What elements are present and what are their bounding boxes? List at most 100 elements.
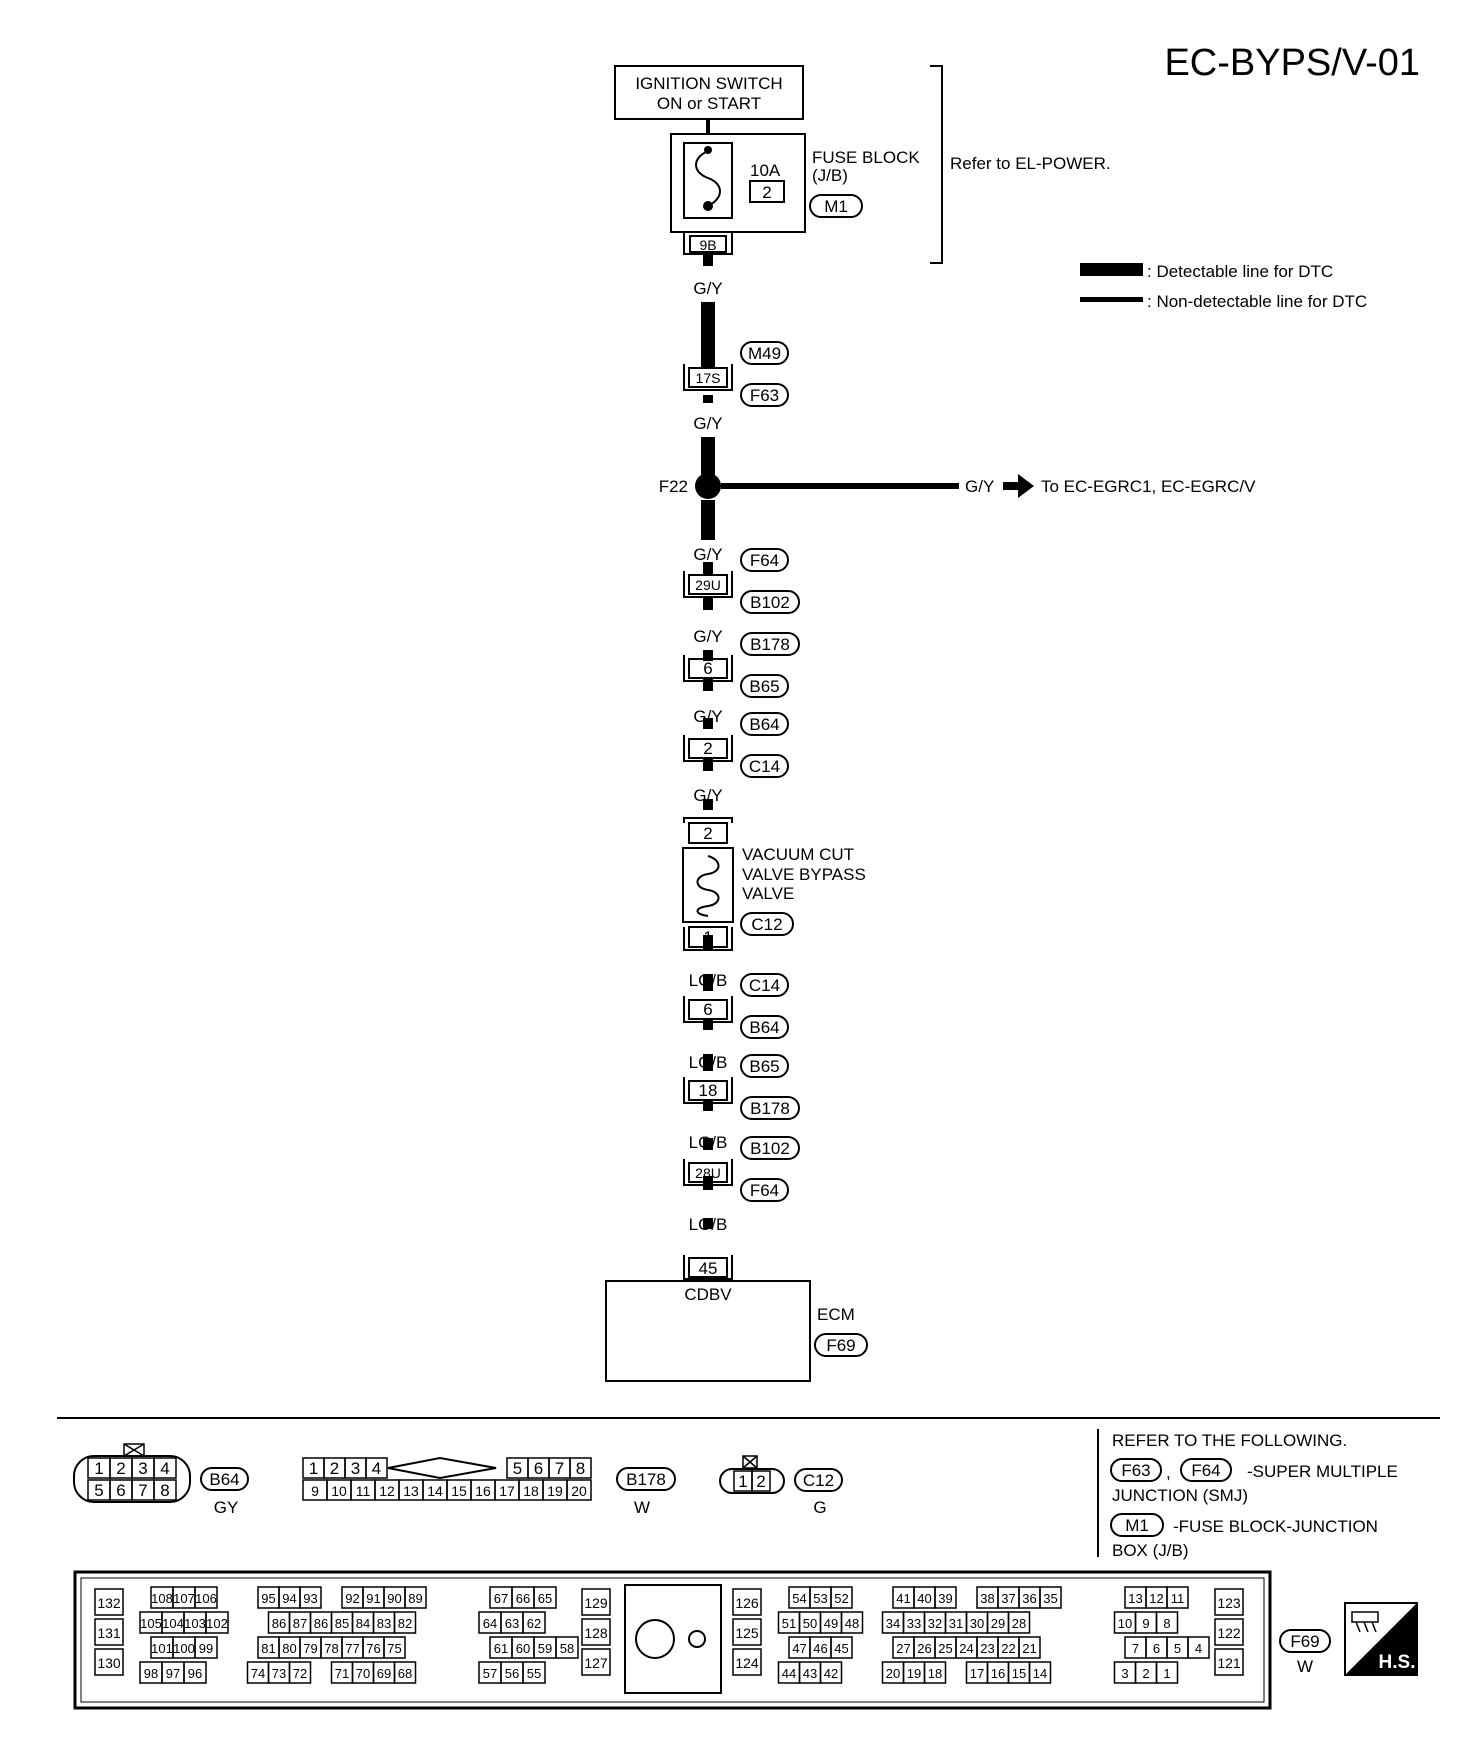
- ecm-pin: [1007, 1611, 1031, 1634]
- inline-connector-pin: 29U: [695, 577, 721, 593]
- ecm-pin-label: 46: [813, 1641, 827, 1656]
- ecm-pin-label: 106: [195, 1591, 217, 1606]
- ecm-pin: [934, 1586, 957, 1609]
- b178-pin-label: 4: [372, 1459, 381, 1478]
- legend-detectable: : Detectable line for DTC: [1147, 262, 1333, 281]
- ecm-pin-label: 48: [845, 1616, 859, 1631]
- inline-connector-c2a: [688, 738, 728, 759]
- ecm-pin-label: 19: [907, 1666, 921, 1681]
- connector-tag-f63-text: F63: [750, 386, 779, 405]
- connector-tag-b64-face: [200, 1467, 249, 1491]
- ecm-pin-label: 77: [345, 1641, 359, 1656]
- ecm-pin: [205, 1611, 229, 1634]
- connector-tag-b178-text: B178: [750, 1099, 790, 1118]
- fuse-block-jb: (J/B): [812, 166, 848, 185]
- ecm-pin: [404, 1586, 427, 1609]
- connector-tag-b65-text: B65: [749, 1057, 779, 1076]
- ecm-pin-label: 43: [803, 1666, 817, 1681]
- ecm-pin-label: 27: [896, 1641, 910, 1656]
- ecm-pin-label: 130: [97, 1655, 121, 1671]
- ecm-pin-label: 2: [1142, 1666, 1149, 1681]
- ecm-pin-label: 95: [261, 1591, 275, 1606]
- b178-pin: [569, 1457, 592, 1479]
- wire-label-lgb-3: LG/B: [689, 1133, 728, 1152]
- connector-tag-b64-text: B64: [749, 715, 779, 734]
- ecm-pin: [830, 1636, 853, 1659]
- ecm-pin: [94, 1588, 124, 1616]
- ecm-pin-label: 98: [144, 1666, 158, 1681]
- ecm-pin-label: 69: [377, 1666, 391, 1681]
- connector-tag-c12: [740, 912, 794, 936]
- svg-text:F69: F69: [1290, 1632, 1319, 1651]
- b178-pin-label: 20: [571, 1483, 587, 1499]
- ecm-pin-label: 80: [282, 1641, 296, 1656]
- fuse-amps: 10A: [750, 161, 781, 180]
- ecm-pin-label: 10: [1118, 1616, 1132, 1631]
- inline-connector-c17s: [688, 367, 728, 388]
- ecm-pin: [581, 1588, 611, 1616]
- wire-label-gy-4: G/Y: [693, 627, 722, 646]
- ecm-connector-face: [73, 1570, 1272, 1710]
- ecm-pin-label: 47: [792, 1641, 806, 1656]
- ecm-pin-label: 33: [907, 1616, 921, 1631]
- ecm-pin: [1028, 1661, 1052, 1684]
- c12-pin: [751, 1470, 771, 1492]
- ecm-pin-label: 82: [398, 1616, 412, 1631]
- ecm-pin: [288, 1661, 312, 1684]
- ecm-pin: [1018, 1636, 1041, 1659]
- ecm-pin: [194, 1586, 218, 1609]
- ecm-pin-label: 65: [538, 1591, 552, 1606]
- ecm-pin-label: 57: [483, 1666, 497, 1681]
- ecm-pin-label: 51: [782, 1616, 796, 1631]
- ecm-pin-label: 108: [151, 1591, 173, 1606]
- ecm-pin-label: 9: [1142, 1616, 1149, 1631]
- ecm-pin: [1187, 1636, 1210, 1659]
- ecm-pin: [383, 1636, 406, 1659]
- ecm-pin-label: 97: [166, 1666, 180, 1681]
- arrow-right-icon: [1003, 474, 1034, 498]
- junction-f22: [695, 473, 721, 499]
- svg-text:M1: M1: [824, 197, 848, 216]
- ecm-pin-label: 54: [792, 1591, 806, 1606]
- ecm-pin-label: 90: [387, 1591, 401, 1606]
- ecm-pin: [581, 1648, 611, 1676]
- svg-text:C12: C12: [751, 915, 782, 934]
- ecm-pin-label: 40: [917, 1591, 931, 1606]
- ecm-pin-label: 26: [917, 1641, 931, 1656]
- ecm-pin-label: 81: [261, 1641, 275, 1656]
- b178-pin-label: 12: [379, 1483, 395, 1499]
- inline-connector-pin: 17S: [696, 370, 721, 386]
- connector-tag-m1: [809, 194, 863, 218]
- ecm-pin-label: 128: [584, 1625, 608, 1641]
- junction-dest: To EC-EGRC1, EC-EGRC/V: [1041, 477, 1256, 496]
- ecm-pin-label: 73: [272, 1666, 286, 1681]
- svg-text:F63: F63: [1121, 1461, 1150, 1480]
- b178-pin-label: 19: [547, 1483, 563, 1499]
- lock-tab-icon: [123, 1443, 145, 1457]
- b178-pin-label: 6: [534, 1459, 543, 1478]
- ecm-pin: [1214, 1648, 1244, 1676]
- ecm-pin-label: 31: [949, 1616, 963, 1631]
- b178-pin-label: 15: [451, 1483, 467, 1499]
- ecm-pin-label: 70: [356, 1666, 370, 1681]
- connector-tag-m1-ref: [1110, 1513, 1164, 1537]
- ecm-pin-label: 1: [1163, 1666, 1170, 1681]
- svg-text:,: ,: [1166, 1463, 1171, 1482]
- b178-pin-label: 3: [351, 1459, 360, 1478]
- inline-connector-pin: 18: [699, 1081, 718, 1100]
- ecm-pin-label: 71: [335, 1666, 349, 1681]
- connector-tag-m49-text: M49: [748, 344, 781, 363]
- ecm-pin-label: 20: [886, 1666, 900, 1681]
- ecm-pin-label: 37: [1001, 1591, 1015, 1606]
- ecm-pin-label: 91: [366, 1591, 380, 1606]
- ecm-pin-label: 131: [97, 1625, 121, 1641]
- ecm-pin-label: 93: [303, 1591, 317, 1606]
- valve-pin-top: 2: [703, 824, 712, 843]
- ecm-pin-label: 123: [1217, 1595, 1241, 1611]
- ecm-pin-label: 23: [980, 1641, 994, 1656]
- connector-tag-b178-face: [616, 1467, 676, 1491]
- ecm-pin-label: 99: [199, 1641, 213, 1656]
- connector-tag-c12-face-text: C12: [803, 1471, 834, 1490]
- ecm-pin-label: 52: [834, 1591, 848, 1606]
